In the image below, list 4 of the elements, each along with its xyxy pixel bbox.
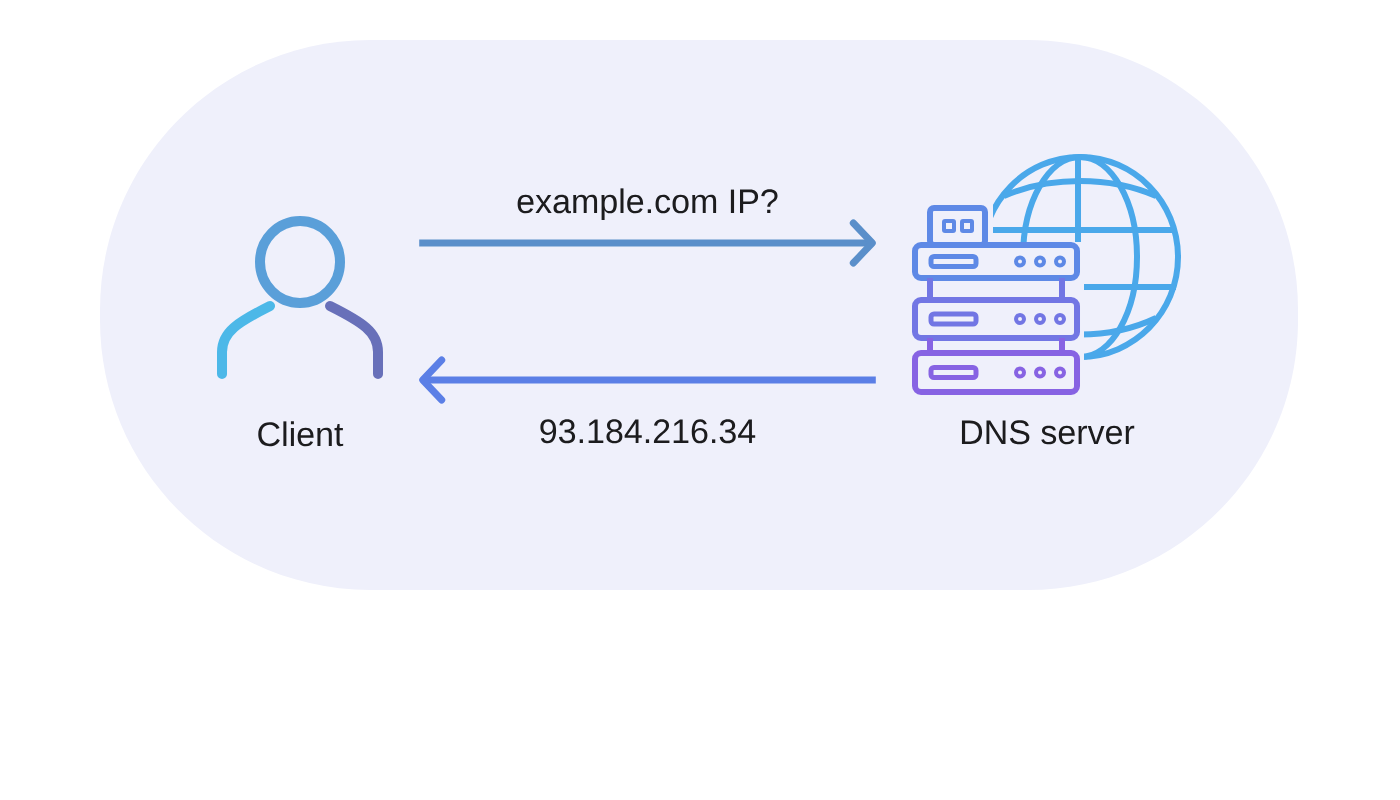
edge-label: example.com IP? (517, 188, 778, 221)
node-label: DNS server (961, 420, 1135, 445)
node-label: Client (258, 421, 344, 447)
edge-label: 93.184.216.34 (540, 419, 756, 444)
